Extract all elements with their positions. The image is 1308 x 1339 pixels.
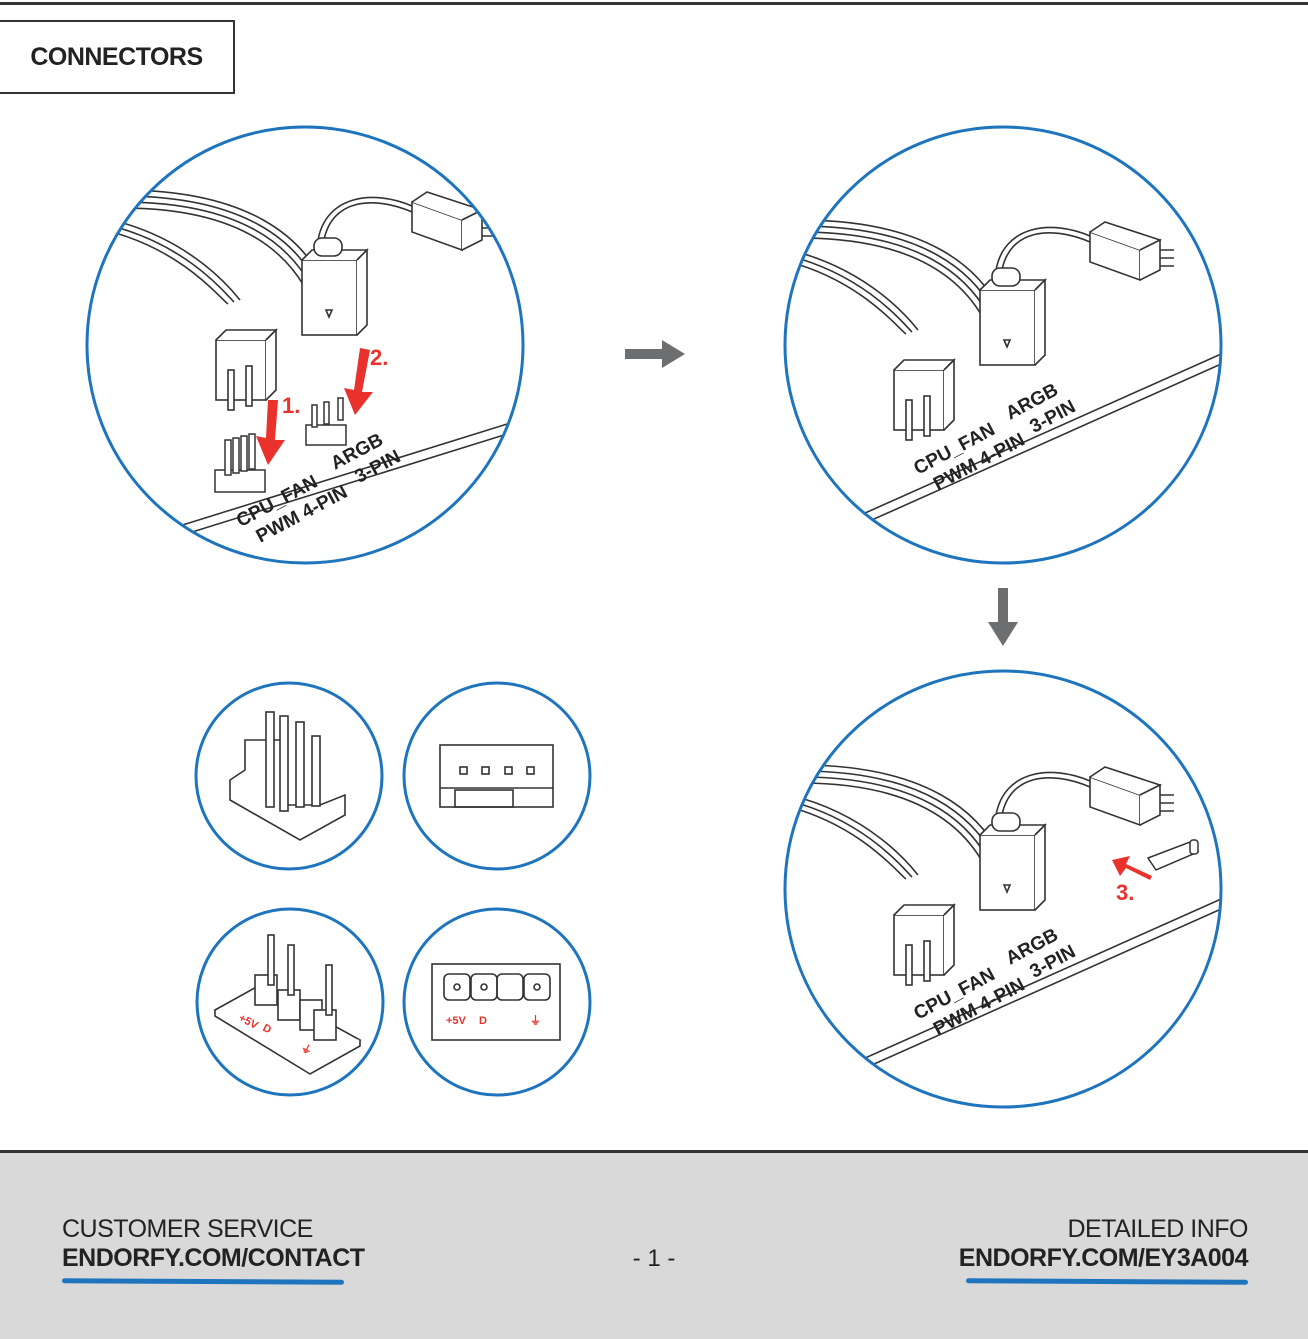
connection-diagram: 1. 2. CPU_FAN PWM 4-PIN ARGB 3-PIN CPU_F… <box>85 125 1223 1109</box>
argb-plug-front-detail: +5V D ⏚ <box>402 907 592 1097</box>
underline-stroke <box>61 1278 345 1285</box>
argb-header-icon <box>305 397 347 446</box>
detailed-info: DETAILED INFO ENDORFY.COM/EY3A004 <box>958 1215 1249 1285</box>
arrow-down-icon <box>988 588 1018 646</box>
footer: CUSTOMER SERVICE ENDORFY.COM/CONTACT - 1… <box>0 1150 1308 1339</box>
arrow-step1-icon <box>256 400 285 465</box>
step3-circle: 3. CPU_FAN PWM 4-PIN ARGB 3-PIN <box>786 764 1220 1106</box>
pin-5v-label: +5V <box>446 1015 467 1027</box>
argb-header-detail: +5V D ⏚ <box>195 907 385 1097</box>
pin-d-label: D <box>479 1015 487 1027</box>
page-number: - 1 - <box>632 1245 676 1272</box>
customer-service: CUSTOMER SERVICE ENDORFY.COM/CONTACT <box>61 1215 365 1285</box>
step2-circle: CPU_FAN PWM 4-PIN ARGB 3-PIN <box>786 219 1220 562</box>
step1-circle: 1. 2. CPU_FAN PWM 4-PIN ARGB 3-PIN <box>88 189 521 562</box>
diagram-label: ⏚ <box>299 1041 315 1058</box>
step-3-label: 3. <box>1116 880 1134 905</box>
product-link[interactable]: ENDORFY.COM/EY3A004 <box>958 1244 1249 1272</box>
argb-cap-icon <box>1146 839 1200 871</box>
top-rule <box>0 2 1308 5</box>
underline-stroke <box>965 1278 1249 1285</box>
cpu-fan-header-icon <box>214 433 266 493</box>
section-title: CONNECTORS <box>0 20 235 94</box>
pin-gnd-label: ⏚ <box>530 1014 541 1027</box>
arrow-step3-icon <box>1112 856 1152 880</box>
step-2-label: 2. <box>370 345 388 370</box>
arrow-step2-icon <box>344 348 373 415</box>
cpu-fan-plug-front-detail <box>402 681 592 871</box>
contact-link[interactable]: ENDORFY.COM/CONTACT <box>62 1244 365 1272</box>
step-1-label: 1. <box>282 393 300 418</box>
arrow-right-icon <box>625 340 685 368</box>
cpu-fan-header-detail <box>194 681 384 871</box>
